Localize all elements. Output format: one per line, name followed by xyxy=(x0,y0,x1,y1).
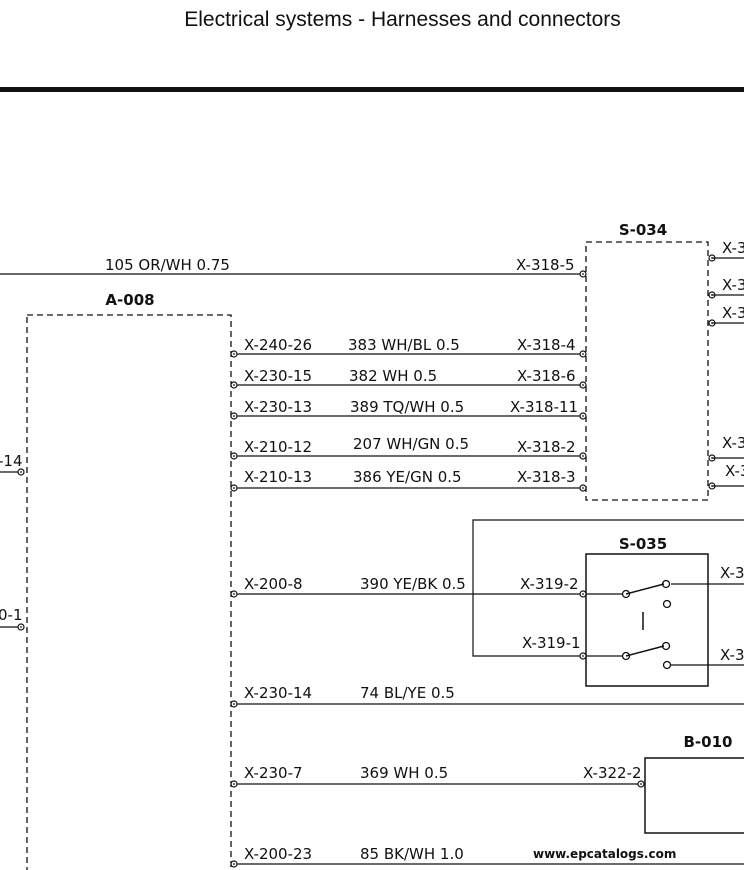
left-edge-label: 0-1 xyxy=(0,606,23,624)
right-edge-label: X-3 xyxy=(722,276,744,294)
wire-spec: 389 TQ/WH 0.5 xyxy=(350,398,464,416)
wire-connector-right: X-318-3 xyxy=(517,468,576,486)
wire-connector-left: X-230-13 xyxy=(244,398,312,416)
left-edge-wires: -14 0-1 xyxy=(0,452,25,631)
right-edge-label: X-3 xyxy=(722,304,744,322)
wire-spec: 85 BK/WH 1.0 xyxy=(360,845,464,863)
wire-connector-left: X-200-8 xyxy=(244,575,303,593)
right-edge-label: X-3 xyxy=(722,434,744,452)
watermark-text: www.epcatalogs.com xyxy=(533,847,676,861)
wire-spec: 390 YE/BK 0.5 xyxy=(360,575,466,593)
wire-connector-right: X-318-5 xyxy=(516,256,575,274)
wire-207: X-210-12 207 WH/GN 0.5 X-318-2 xyxy=(230,435,587,460)
component-s034-label: S-034 xyxy=(619,221,667,239)
wire-spec: 386 YE/GN 0.5 xyxy=(353,468,462,486)
wire-spec: 207 WH/GN 0.5 xyxy=(353,435,469,453)
wire-105: 105 OR/WH 0.75 X-318-5 xyxy=(0,256,587,278)
right-edge-label: X-3 xyxy=(725,462,744,480)
right-edge-label: X-3 xyxy=(720,646,744,664)
right-edge-wires: X-3 X-3 X-3 X-3 X-3 X-3 X-3 xyxy=(708,239,744,666)
wire-connector-right: X-322-2 xyxy=(583,764,642,782)
wire-386: X-210-13 386 YE/GN 0.5 X-318-3 xyxy=(230,468,587,492)
component-b010-label: B-010 xyxy=(684,733,733,751)
wire-connector-right: X-318-6 xyxy=(517,367,576,385)
wire-390: X-200-8 390 YE/BK 0.5 X-319-2 xyxy=(230,575,587,598)
wire-connector-right: X-318-2 xyxy=(517,438,576,456)
wire-connector-left: X-230-15 xyxy=(244,367,312,385)
wire-connector-right: X-318-11 xyxy=(510,398,578,416)
wire-spec: 383 WH/BL 0.5 xyxy=(348,336,460,354)
wire-85: X-200-23 85 BK/WH 1.0 xyxy=(230,845,744,868)
wire-connector-right: X-318-4 xyxy=(517,336,576,354)
right-edge-label: X-3 xyxy=(720,564,744,582)
component-a008-label: A-008 xyxy=(105,291,154,309)
wire-369: X-230-7 369 WH 0.5 X-322-2 xyxy=(230,764,645,788)
wire-383: X-240-26 383 WH/BL 0.5 X-318-4 xyxy=(230,336,587,358)
wire-x319-1: X-319-1 xyxy=(522,634,587,660)
wire-382: X-230-15 382 WH 0.5 X-318-6 xyxy=(230,367,587,389)
wire-spec: 74 BL/YE 0.5 xyxy=(360,684,455,702)
wire-connector-right: X-319-1 xyxy=(522,634,581,652)
component-b010: B-010 xyxy=(644,733,744,834)
component-s034: S-034 xyxy=(585,221,709,501)
component-s035-label: S-035 xyxy=(619,535,667,553)
wire-spec: 382 WH 0.5 xyxy=(349,367,437,385)
left-edge-label: -14 xyxy=(0,452,23,470)
wire-connector-left: X-210-12 xyxy=(244,438,312,456)
wire-389: X-230-13 389 TQ/WH 0.5 X-318-11 xyxy=(230,398,587,420)
wire-connector-left: X-210-13 xyxy=(244,468,312,486)
header-rule xyxy=(0,87,744,92)
wire-connector-left: X-230-7 xyxy=(244,764,303,782)
right-edge-label: X-3 xyxy=(722,239,744,257)
wire-spec: 105 OR/WH 0.75 xyxy=(105,256,230,274)
component-s035: S-035 xyxy=(585,535,709,687)
wire-spec: 369 WH 0.5 xyxy=(360,764,448,782)
component-a008: A-008 xyxy=(26,291,232,870)
s035-frame xyxy=(472,519,744,657)
wire-connector-left: X-200-23 xyxy=(244,845,312,863)
wire-connector-left: X-240-26 xyxy=(244,336,312,354)
wire-connector-right: X-319-2 xyxy=(520,575,579,593)
wire-connector-left: X-230-14 xyxy=(244,684,312,702)
wire-74: X-230-14 74 BL/YE 0.5 xyxy=(230,684,744,708)
page-title: Electrical systems - Harnesses and conne… xyxy=(184,8,621,31)
